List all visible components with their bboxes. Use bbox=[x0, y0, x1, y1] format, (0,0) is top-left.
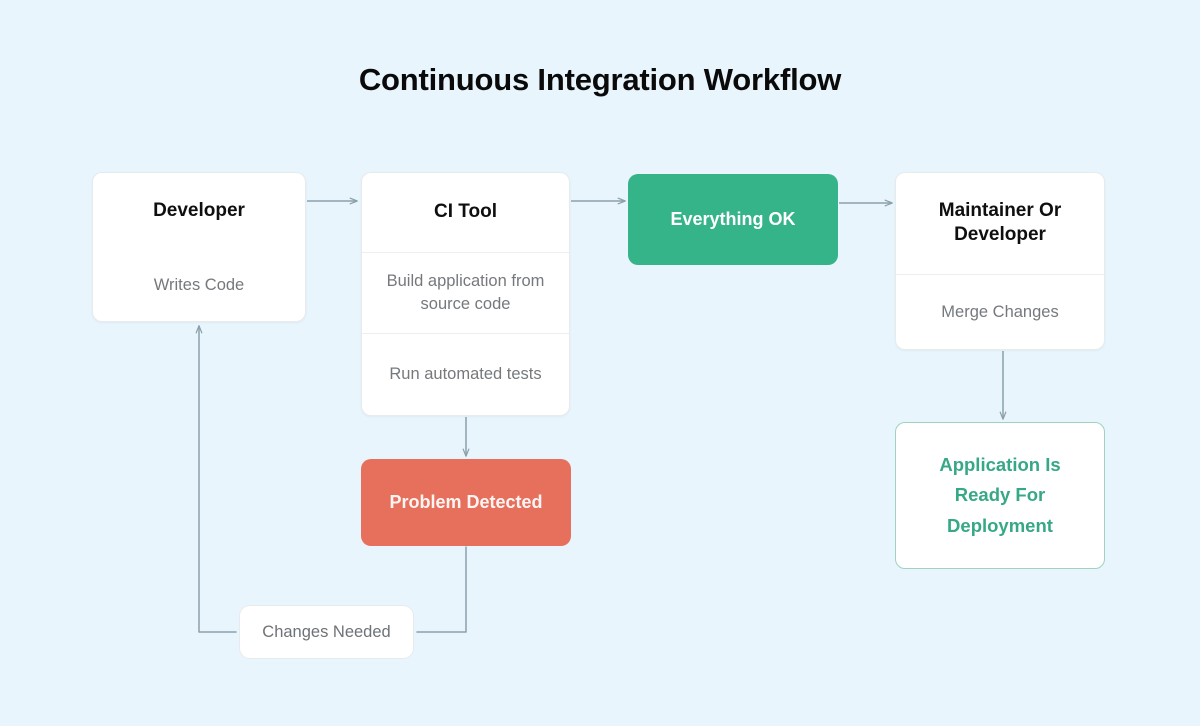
node-application-ready[interactable]: Application Is Ready For Deployment bbox=[895, 422, 1105, 569]
node-maintainer-row-merge-changes: Merge Changes bbox=[896, 273, 1104, 349]
node-developer-row-writes-code: Writes Code bbox=[153, 275, 245, 294]
node-problem-detected[interactable]: Problem Detected bbox=[361, 459, 571, 546]
node-problem-detected-label: Problem Detected bbox=[389, 492, 543, 512]
node-developer[interactable]: Developer Writes Code bbox=[92, 172, 306, 322]
node-changes-needed[interactable]: Changes Needed bbox=[239, 605, 414, 659]
node-developer-header: Developer bbox=[153, 200, 245, 222]
node-maintainer-or-developer[interactable]: Maintainer Or Developer Merge Changes bbox=[895, 172, 1105, 350]
node-ci-tool[interactable]: CI Tool Build application from source co… bbox=[361, 172, 570, 416]
node-maintainer-header: Maintainer Or Developer bbox=[938, 200, 1062, 246]
edge-problem-detected-to-changes-needed bbox=[416, 546, 467, 633]
node-everything-ok-label: Everything OK bbox=[670, 209, 796, 229]
node-ci-tool-header: CI Tool bbox=[434, 201, 497, 223]
node-ci-tool-row-tests: Run automated tests bbox=[362, 332, 569, 415]
node-changes-needed-label: Changes Needed bbox=[262, 622, 391, 641]
node-everything-ok[interactable]: Everything OK bbox=[628, 174, 838, 265]
node-ci-tool-row-build: Build application from source code bbox=[362, 251, 569, 333]
page-title: Continuous Integration Workflow bbox=[358, 62, 842, 97]
edge-changes-needed-to-developer bbox=[199, 326, 237, 633]
node-application-ready-label: Application Is Ready For Deployment bbox=[939, 453, 1061, 536]
